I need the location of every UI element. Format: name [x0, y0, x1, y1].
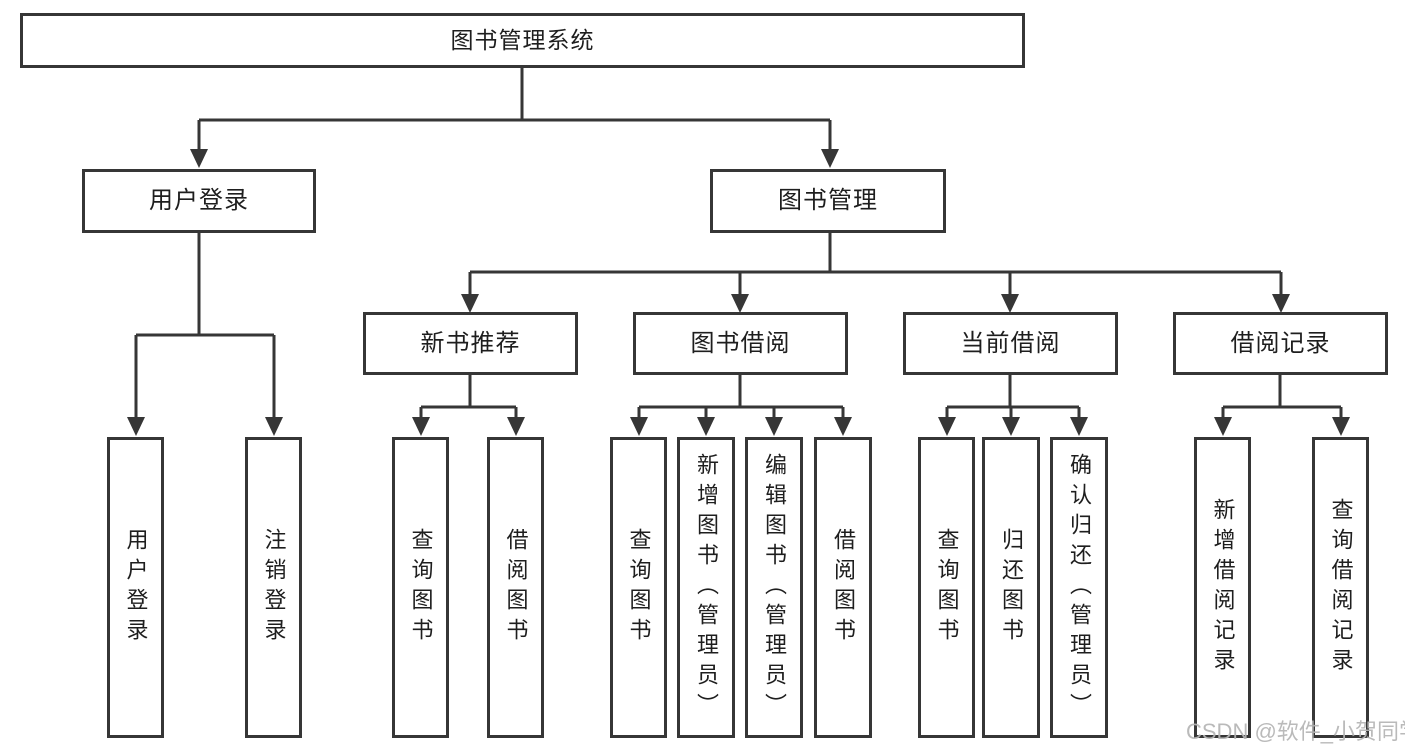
leaf-confirm-return-admin-label: 确认归还（管理员）: [1067, 452, 1092, 723]
leaf-edit-book-admin: 编辑图书（管理员）: [745, 437, 803, 738]
leaf-logout-label: 注销登录: [261, 527, 287, 648]
leaf-add-book-admin-label: 新增图书（管理员）: [694, 452, 719, 723]
node-user-login-label: 用户登录: [149, 187, 249, 214]
leaf-edit-book-admin-label: 编辑图书（管理员）: [762, 452, 787, 723]
leaf-borrow-books-recommend-label: 借阅图书: [503, 527, 529, 648]
node-current-borrowing: 当前借阅: [903, 312, 1118, 375]
leaf-borrow-books: 借阅图书: [814, 437, 872, 738]
node-library-management-system-label: 图书管理系统: [450, 27, 595, 53]
node-book-management: 图书管理: [710, 169, 946, 233]
leaf-query-books-borrowing-label: 查询图书: [626, 527, 652, 648]
node-borrowing-records: 借阅记录: [1173, 312, 1388, 375]
leaf-add-book-admin: 新增图书（管理员）: [677, 437, 735, 738]
leaf-borrow-books-recommend: 借阅图书: [487, 437, 544, 738]
watermark-text: CSDN @软件_小贺同学: [1186, 719, 1405, 744]
leaf-query-books-borrowing: 查询图书: [610, 437, 667, 738]
leaf-query-books-recommend-label: 查询图书: [408, 527, 434, 648]
node-book-borrowing-label: 图书借阅: [690, 329, 791, 357]
wire-book-borrowing-to-leaves: [637, 375, 845, 419]
node-book-management-label: 图书管理: [778, 187, 878, 214]
leaf-add-borrow-record-label: 新增借阅记录: [1210, 497, 1236, 678]
leaf-return-book-label: 归还图书: [999, 527, 1024, 648]
leaf-return-book: 归还图书: [982, 437, 1040, 738]
leaf-borrow-books-label: 借阅图书: [831, 527, 856, 648]
node-new-book-recommend-label: 新书推荐: [420, 329, 521, 357]
leaf-query-books-recommend: 查询图书: [392, 437, 449, 738]
node-user-login: 用户登录: [82, 169, 316, 233]
leaf-query-books-current-label: 查询图书: [934, 527, 960, 648]
node-new-book-recommend: 新书推荐: [363, 312, 578, 375]
leaf-logout: 注销登录: [245, 437, 302, 738]
wire-current-borrowing-to-leaves: [945, 375, 1081, 419]
leaf-add-borrow-record: 新增借阅记录: [1194, 437, 1251, 738]
leaf-query-borrow-record-label: 查询借阅记录: [1328, 497, 1354, 678]
wire-root-to-level1: [197, 68, 832, 151]
node-library-management-system: 图书管理系统: [20, 13, 1025, 68]
leaf-confirm-return-admin: 确认归还（管理员）: [1050, 437, 1108, 738]
leaf-query-borrow-record: 查询借阅记录: [1312, 437, 1369, 738]
node-book-borrowing: 图书借阅: [633, 312, 848, 375]
node-borrowing-records-label: 借阅记录: [1230, 329, 1331, 357]
leaf-query-books-current: 查询图书: [918, 437, 975, 738]
wire-book-management-to-level2: [468, 233, 1283, 297]
wire-new-book-recommend-to-leaves: [419, 375, 518, 419]
node-current-borrowing-label: 当前借阅: [960, 329, 1061, 357]
leaf-user-login-label: 用户登录: [123, 527, 149, 648]
wire-borrowing-records-to-leaves: [1221, 375, 1343, 419]
leaf-user-login: 用户登录: [107, 437, 164, 738]
wire-user-login-to-leaves: [134, 233, 276, 419]
